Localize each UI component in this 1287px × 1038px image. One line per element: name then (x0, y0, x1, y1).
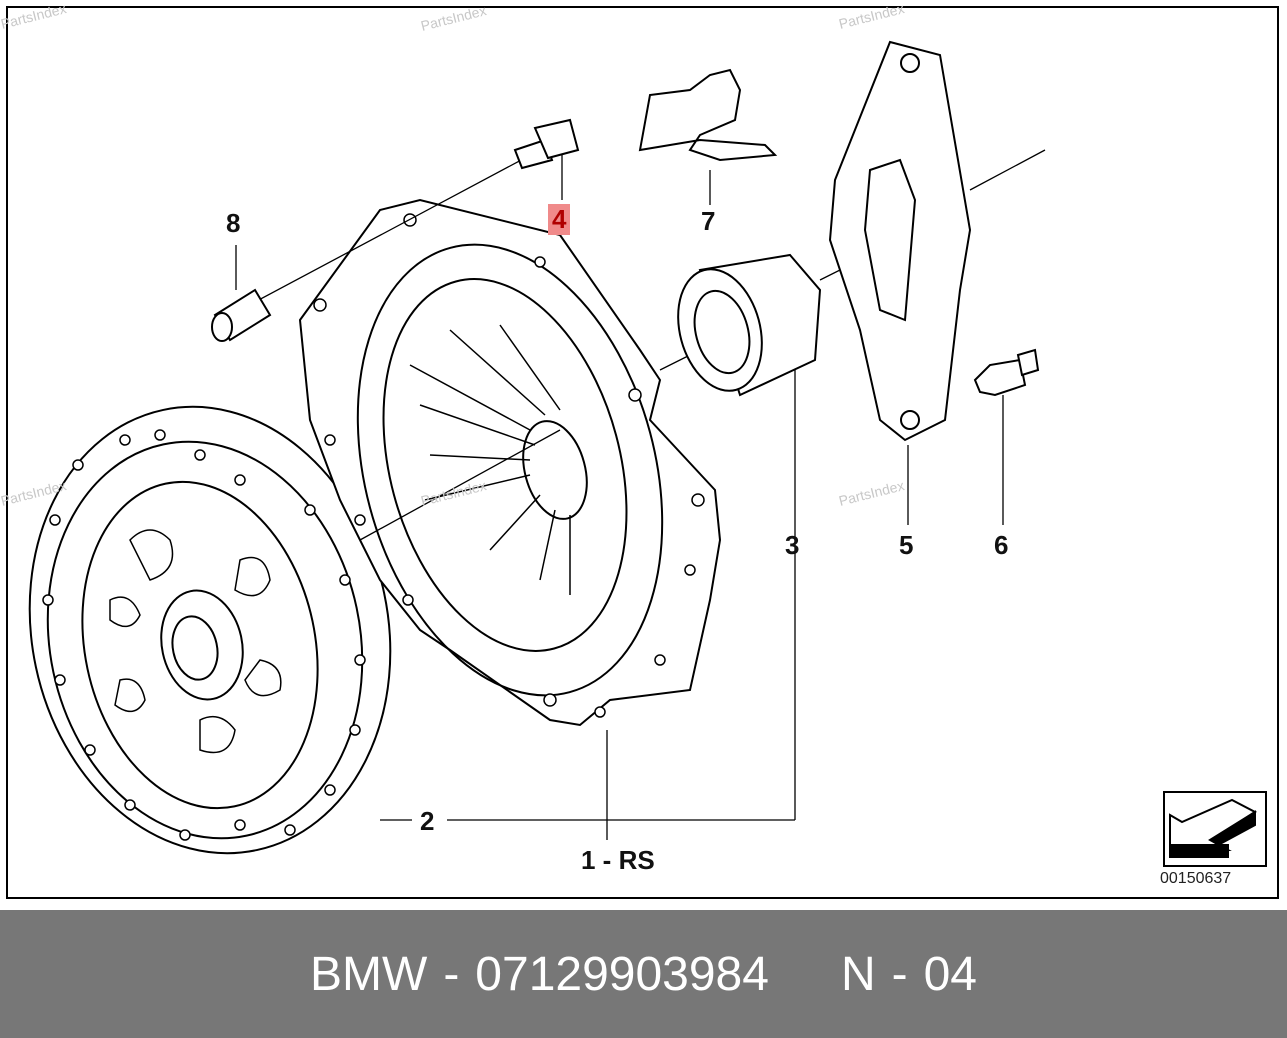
spring-clip-part-7[interactable] (638, 68, 778, 162)
arrow-direction-icon (1163, 791, 1267, 867)
part-label-5[interactable]: 5 (899, 530, 914, 560)
part-label-8[interactable]: 8 (226, 208, 241, 238)
part-label-7[interactable]: 7 (701, 206, 716, 236)
part-label-6[interactable]: 6 (994, 530, 1009, 560)
position-number: 04 (923, 947, 977, 1001)
part-label-1-rs[interactable]: 1 - RS (581, 845, 655, 875)
separator: - (891, 947, 908, 1001)
part-label-2[interactable]: 2 (420, 806, 435, 836)
part-label-3[interactable]: 3 (785, 530, 800, 560)
release-bearing-part-3[interactable] (665, 253, 822, 400)
pressure-plate-part-1[interactable] (298, 198, 722, 730)
brand: BMW (310, 947, 428, 1001)
position-prefix: N (840, 947, 876, 1001)
clutch-disc-part-2[interactable] (0, 373, 431, 887)
clutch-exploded-diagram (0, 40, 1267, 887)
bolt-part-4[interactable] (513, 118, 580, 170)
sleeve-part-8[interactable] (211, 288, 272, 342)
separator: - (443, 947, 460, 1001)
part-number: 07129903984 (475, 947, 769, 1001)
diagram-reference-number: 00150637 (1160, 870, 1232, 887)
part-label-4-highlighted[interactable]: 4 (548, 204, 571, 235)
pin-part-6[interactable] (973, 348, 1040, 397)
guide-plate-part-5[interactable] (828, 40, 972, 442)
